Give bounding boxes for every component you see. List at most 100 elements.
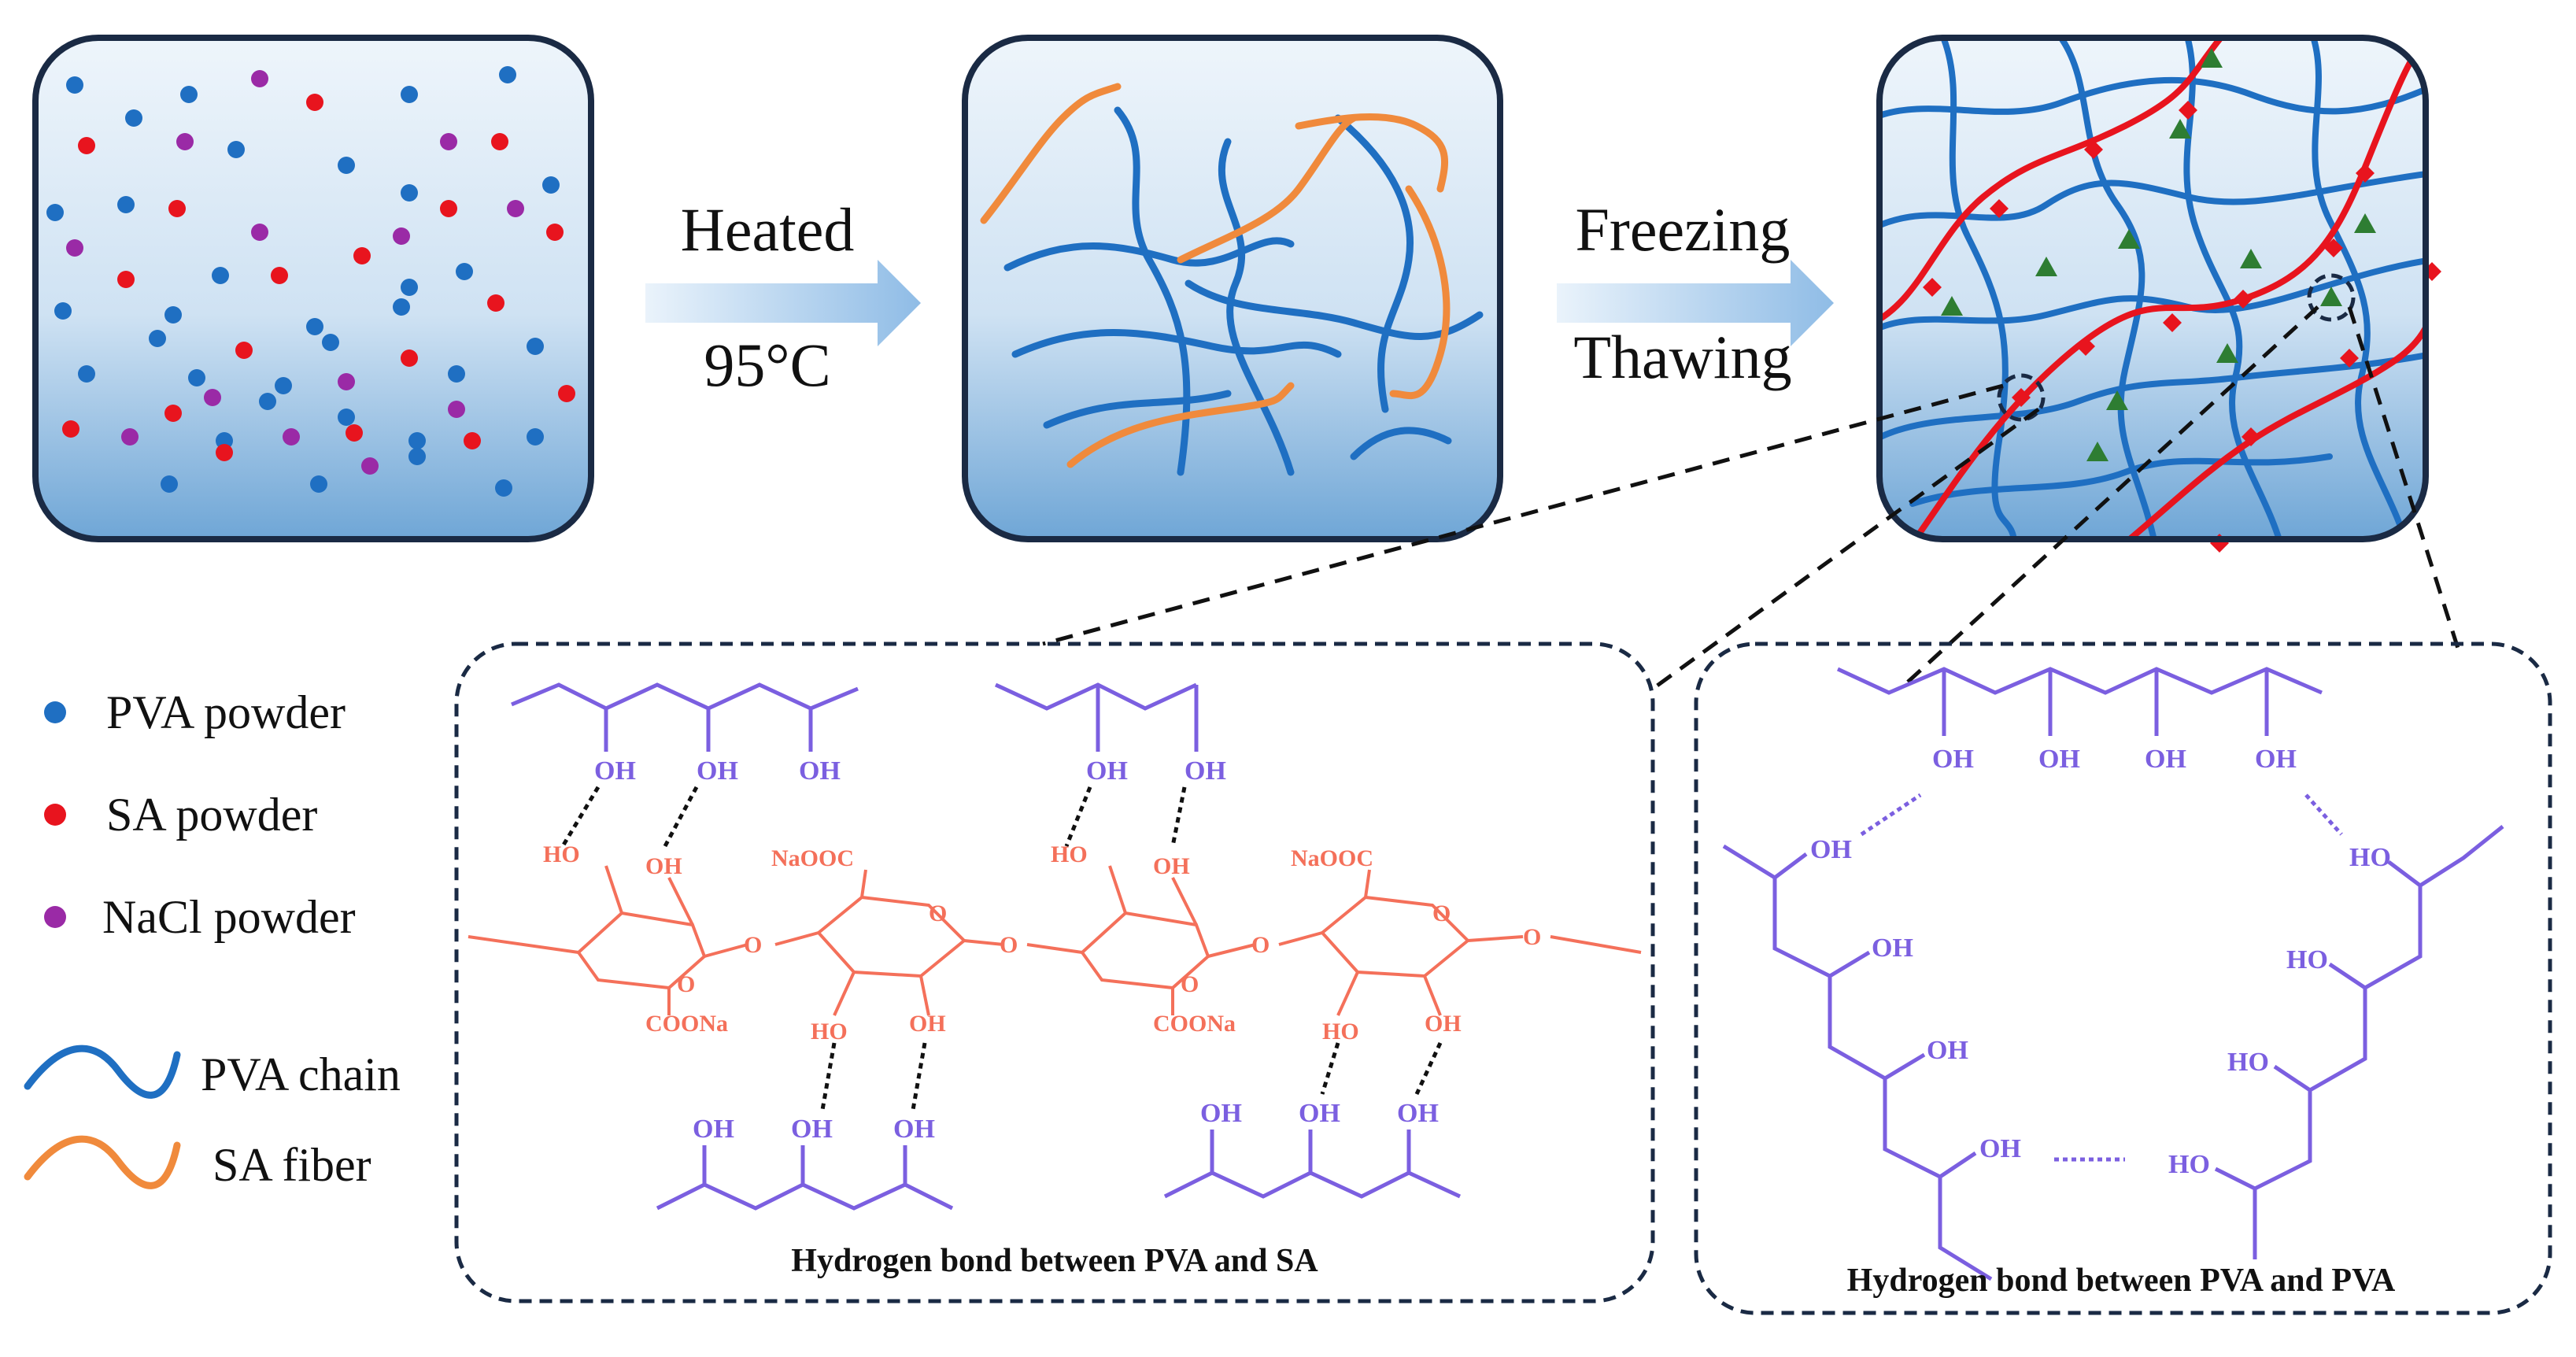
nacl-powder-particle	[393, 227, 410, 245]
sa-powder-particle	[164, 405, 182, 422]
sa-powder-particle	[216, 444, 233, 461]
pva-powder-particle	[275, 377, 292, 394]
pva-pva-crosslink-marker	[2201, 48, 2223, 68]
oh-label: OH	[791, 1115, 833, 1144]
ho-label: HO	[2168, 1150, 2210, 1179]
oh-label: OH	[893, 1115, 935, 1144]
pva-sa-crosslink-marker	[2076, 337, 2095, 356]
pva-pva-crosslink-marker	[2035, 257, 2057, 276]
powder-particles	[46, 66, 575, 497]
nacl-powder-particle	[66, 239, 83, 257]
legend-pva-powder: PVA powder	[106, 686, 346, 738]
ho-label: HO	[2349, 843, 2391, 872]
pva-sa-caption: Hydrogen bond between PVA and SA	[791, 1243, 1318, 1279]
pva-chain-wave-icon	[24, 1045, 181, 1099]
ho-label: HO	[543, 841, 580, 867]
pva-sa-crosslink-marker	[2163, 313, 2182, 332]
pva-powder-particle	[306, 318, 323, 335]
pva-powder-particle	[227, 141, 245, 158]
sa-powder-particle	[353, 247, 371, 264]
oh-label: OH	[1810, 835, 1852, 864]
pva-sa-crosslink-marker	[2234, 290, 2253, 309]
sa-powder-particle	[168, 200, 186, 217]
pva-pva-crosslink-marker	[1941, 296, 1963, 316]
o-label: O	[1523, 924, 1541, 950]
nacl-powder-particle	[338, 373, 355, 390]
pva-powder-particle	[212, 267, 229, 284]
oh-label: OH	[693, 1115, 734, 1144]
pva-pva-crosslink-marker	[2354, 213, 2376, 233]
pva-powder-particle	[495, 479, 512, 497]
dissolved-chains-box	[962, 35, 1503, 542]
pva-powder-particle	[180, 86, 198, 103]
pva-powder-dot-icon	[44, 701, 66, 723]
nacl-powder-particle	[251, 70, 268, 87]
oh-label: OH	[1185, 756, 1226, 786]
pva-sa-crosslink-marker	[2324, 238, 2343, 257]
hydrogel-network-box	[1876, 35, 2441, 553]
pva-powder-particle	[401, 279, 418, 296]
oh-label: OH	[1932, 745, 1974, 774]
nacl-powder-particle	[176, 133, 194, 150]
pva-sa-crosslink-marker	[1923, 278, 1942, 297]
legend: PVA powder SA powder NaCl powder PVA cha…	[24, 686, 401, 1191]
pva-sa-crosslink-marker	[2012, 388, 2031, 407]
pva-powder-particle	[149, 330, 166, 347]
pva-sa-crosslink-marker	[2356, 164, 2375, 183]
pva-powder-particle	[338, 409, 355, 426]
oh-label: OH	[909, 1011, 946, 1037]
o-label: O	[1432, 900, 1451, 926]
pva-powder-particle	[117, 196, 135, 213]
nacl-powder-particle	[283, 428, 300, 446]
coona-label: COONa	[1153, 1011, 1236, 1037]
pva-powder-particle	[338, 157, 355, 174]
temperature-label: 95°C	[704, 331, 830, 399]
oh-label: OH	[1086, 756, 1128, 786]
pva-powder-particle	[164, 306, 182, 324]
pva-powder-particle	[499, 66, 516, 83]
pva-powder-particle	[401, 86, 418, 103]
legend-pva-chain: PVA chain	[201, 1048, 401, 1100]
pva-pva-crosslink-marker	[2216, 343, 2238, 363]
ho-label: HO	[2286, 945, 2328, 974]
nacl-powder-particle	[507, 200, 524, 217]
o-label: O	[744, 932, 762, 958]
sa-powder-particle	[235, 342, 253, 359]
oh-label: OH	[1397, 1099, 1439, 1128]
o-label: O	[1251, 932, 1270, 958]
oh-label: OH	[1425, 1011, 1462, 1037]
pva-powder-particle	[456, 263, 473, 280]
oh-label: OH	[2255, 745, 2297, 774]
pva-powder-particle	[401, 184, 418, 202]
pva-powder-particle	[161, 475, 178, 493]
pva-sa-crosslink-marker	[1990, 199, 2009, 218]
pva-powder-particle	[66, 76, 83, 94]
sa-powder-particle	[117, 271, 135, 288]
pva-pva-crosslink-marker	[2169, 119, 2191, 139]
oh-label: OH	[645, 853, 682, 879]
pva-powder-particle	[448, 365, 465, 383]
pva-powder-particle	[393, 298, 410, 316]
pva-powder-particle	[527, 428, 544, 446]
o-label: O	[1000, 932, 1018, 958]
sa-powder-particle	[62, 420, 79, 438]
naooc-label: NaOOC	[1291, 845, 1373, 871]
pva-powder-particle	[125, 109, 142, 127]
pva-pva-crosslink-marker	[2320, 287, 2342, 306]
nacl-powder-particle	[361, 457, 379, 475]
nacl-powder-particle	[121, 428, 139, 446]
sa-powder-particle	[487, 294, 504, 312]
oh-label: OH	[2145, 745, 2186, 774]
oh-label: OH	[1200, 1099, 1242, 1128]
sa-powder-particle	[401, 349, 418, 367]
sa-network-chains	[1879, 38, 2426, 539]
oh-label: OH	[799, 756, 841, 786]
pva-sa-crosslink-marker	[2084, 140, 2103, 159]
oh-label: OH	[1153, 853, 1190, 879]
pva-sa-hydrogen-bond-panel: OH OH OH OH OH	[454, 642, 1655, 1303]
sa-powder-dot-icon	[44, 804, 66, 826]
pva-sa-crosslink-marker	[2242, 427, 2260, 446]
pva-pva-caption: Hydrogen bond between PVA and PVA	[1847, 1263, 2396, 1299]
pva-powder-particle	[259, 393, 276, 410]
oh-label: OH	[1927, 1036, 1968, 1065]
